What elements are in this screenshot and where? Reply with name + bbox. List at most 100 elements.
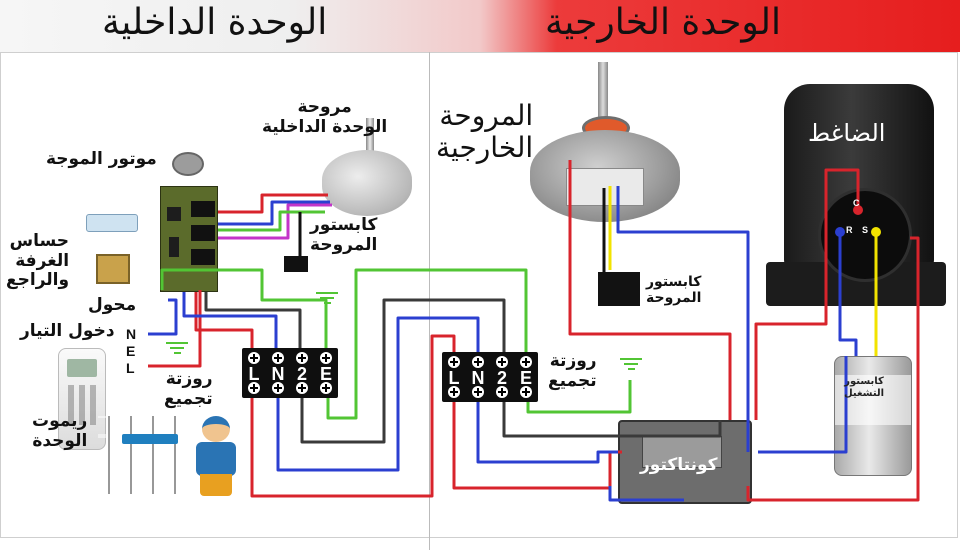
indoor-terminal-label-line2: تجميع <box>164 388 213 409</box>
terminal-letter-l: L <box>448 368 460 388</box>
wire-out-2 <box>502 396 722 438</box>
board-chip <box>167 207 181 221</box>
terminal-letter-l: L <box>248 364 260 384</box>
room-sensor <box>86 214 138 232</box>
terminal-letter-e: E <box>519 368 532 388</box>
terminal-screw <box>520 356 532 368</box>
title-banner: الوحدة الداخلية الوحدة الخارجية <box>0 0 960 52</box>
outdoor-fan-shaft <box>598 62 608 132</box>
ground-symbol-power <box>166 342 188 356</box>
compressor-terminal-r <box>835 227 845 237</box>
outdoor-terminal-screws-top <box>442 356 538 368</box>
wire-link-n <box>276 316 480 472</box>
contactor-label: كونتاكتور <box>640 455 718 475</box>
outdoor-terminal-label-line2: تجميع <box>548 370 597 391</box>
indoor-terminal-label: روزتة تجميع <box>164 369 213 409</box>
run-capacitor-line2: التشغيل <box>844 387 885 399</box>
room-sensor-line3: والراجع <box>6 270 70 291</box>
appliance-icons <box>98 416 188 494</box>
run-capacitor-line1: كابستور <box>844 376 884 387</box>
run-capacitor-label: كابستور التشغيل <box>844 376 884 399</box>
terminal-letter-2: 2 <box>496 368 507 388</box>
wire-board-n <box>182 292 278 350</box>
power-entry-label: دخول التيار <box>20 321 115 341</box>
ground-symbol-indoor <box>316 292 338 306</box>
wire-link-2 <box>300 298 506 444</box>
outdoor-terminal-screws-bottom <box>442 386 538 398</box>
compressor-terminal-plate <box>818 188 912 282</box>
run-capacitor-band <box>835 375 911 425</box>
remote-label-line2: الوحدة <box>32 430 88 451</box>
wire-link-e <box>326 268 528 420</box>
indoor-fan-capacitor-line1: كابستور <box>310 215 378 235</box>
terminal-screw <box>272 382 284 394</box>
wire-contactor-bottom <box>608 486 684 502</box>
remote-buttons <box>68 385 96 425</box>
terminal-screw <box>320 382 332 394</box>
wire-fan-purple <box>218 203 332 240</box>
power-letter-l: L <box>126 360 135 376</box>
wire-ofan-red <box>568 160 732 420</box>
wire-fan-red <box>218 193 328 214</box>
indoor-terminal-screws-bottom <box>242 382 338 394</box>
terminal-screw <box>496 386 508 398</box>
outdoor-fan-capacitor-line1: كابستور <box>646 274 702 290</box>
wire-cap-blue <box>758 356 848 454</box>
compressor-label: الضاغط <box>808 119 886 147</box>
terminal-screw <box>496 356 508 368</box>
indoor-fan-capacitor-line2: المروحة <box>310 234 378 255</box>
remote-control <box>58 348 106 450</box>
technician-torso <box>196 442 236 476</box>
outdoor-fan-capacitor-label: كابستور المروحة <box>646 274 701 306</box>
indoor-fan-label: مروحة الوحدة الداخلية <box>262 97 388 137</box>
terminal-screw <box>472 356 484 368</box>
indoor-fan-label-line1: مروحة <box>297 97 352 117</box>
control-board <box>160 186 218 292</box>
terminal-screw <box>296 382 308 394</box>
power-letter-e: E <box>126 343 136 359</box>
outdoor-fan-capacitor-line2: المروحة <box>646 290 702 307</box>
terminal-screw <box>248 382 260 394</box>
outdoor-terminal-block: L N 2 E <box>442 352 538 402</box>
swing-motor-label: موتور الموجة <box>46 149 157 169</box>
technician-head <box>202 416 230 442</box>
compressor-terminal-s <box>871 227 881 237</box>
indoor-terminal-block: L N 2 E <box>242 348 338 398</box>
outdoor-terminal-label-line1: روزتة <box>549 351 597 371</box>
wire-ofan-blue <box>616 186 750 452</box>
outdoor-fan-capacitor <box>598 272 640 306</box>
power-letter-n: N <box>126 326 137 342</box>
terminal-screw <box>272 352 284 364</box>
remote-label: ريموت الوحدة <box>32 411 88 451</box>
indoor-fan-motor <box>322 150 412 216</box>
wire-out-e <box>526 380 632 414</box>
terminal-letter-n: N <box>271 364 285 384</box>
board-relay <box>191 225 215 241</box>
room-sensor-line2: الغرفة <box>15 250 70 271</box>
wire-power-n <box>148 298 178 336</box>
room-sensor-line1: حساس <box>9 231 70 251</box>
wire-board-2 <box>204 292 302 350</box>
wire-out-n <box>476 396 618 464</box>
outdoor-terminal-label: روزتة تجميع <box>548 351 597 391</box>
terminal-screw <box>320 352 332 364</box>
indoor-terminal-letters: L N 2 E <box>242 364 338 385</box>
swing-motor <box>172 152 204 176</box>
contactor <box>618 420 752 504</box>
wire-comp-r <box>838 232 858 356</box>
outdoor-fan-label: المروحة الخارجية <box>436 99 533 164</box>
compressor-terminal-c <box>853 205 863 215</box>
indoor-fan-capacitor <box>284 256 308 272</box>
wire-fan-blue <box>218 200 330 226</box>
terminal-screw <box>448 356 460 368</box>
terminal-screw <box>448 386 460 398</box>
indoor-fan-label-line2: الوحدة الداخلية <box>262 116 388 137</box>
transformer-label: محول <box>88 295 137 315</box>
brand-badge <box>122 434 178 444</box>
wire-fan-green <box>218 210 325 232</box>
board-relay <box>191 249 215 265</box>
wire-board-l <box>194 292 254 350</box>
terminal-screw <box>296 352 308 364</box>
terminal-letter-e: E <box>319 364 332 384</box>
